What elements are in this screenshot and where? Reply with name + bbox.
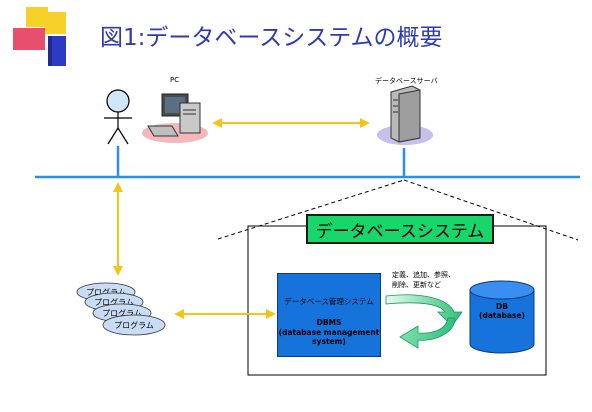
program-label: プログラム <box>86 287 126 297</box>
system-roof <box>217 179 579 241</box>
database-system-box: データベースシステム <box>306 214 494 244</box>
db-full-name: (database) <box>479 311 525 320</box>
db-name: DB <box>496 302 508 311</box>
server-label: データベースサーバ <box>375 77 438 85</box>
pc-label: PC <box>170 76 180 84</box>
dbms-name: DBMS <box>316 318 342 327</box>
program-stack: プログラム プログラム プログラム プログラム <box>76 282 166 336</box>
corner-decoration <box>13 7 66 66</box>
program-label: プログラム <box>94 297 134 307</box>
program-dbms-arrow <box>174 309 276 319</box>
operations-line: 定義、追加、参照、 <box>392 271 455 279</box>
dbms-title: データベース管理システム <box>284 297 374 306</box>
operation-cycle-arrow <box>385 294 463 349</box>
operations-label: 定義、追加、参照、 削除、更新など <box>392 270 455 290</box>
user-icon <box>104 89 132 145</box>
dbms-full-name: (database management system) <box>278 328 380 346</box>
operations-line: 削除、更新など <box>392 281 441 289</box>
pc-icon <box>142 93 208 143</box>
server-icon <box>377 85 433 145</box>
program-label: プログラム <box>114 320 154 330</box>
pc-server-arrow <box>212 118 370 128</box>
program-ellipse <box>102 314 166 336</box>
db-cylinder <box>469 280 535 354</box>
page-title: 図1:データベースシステムの概要 <box>100 25 443 51</box>
program-label: プログラム <box>102 308 142 318</box>
db-label: DB (database) <box>470 302 534 320</box>
user-program-arrow <box>113 182 123 276</box>
dbms-box: データベース管理システム DBMS (database management s… <box>277 273 381 357</box>
